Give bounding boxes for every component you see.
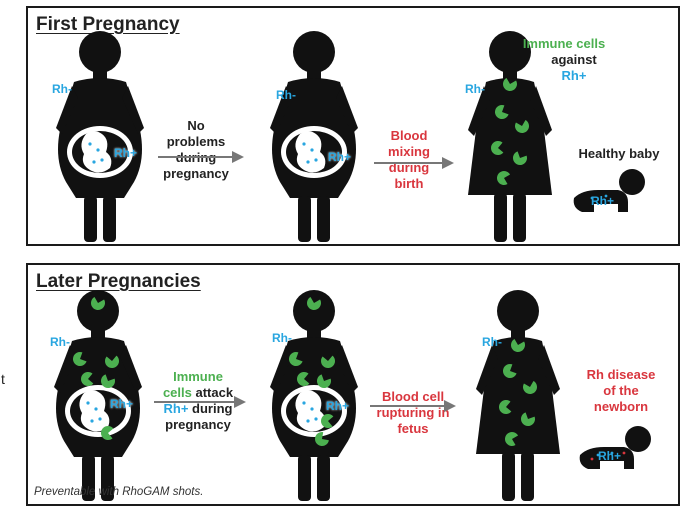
baby-figure bbox=[573, 169, 645, 212]
mother-with-immune-cells-figure bbox=[476, 290, 560, 501]
mother-rh-label: Rh- bbox=[276, 88, 296, 102]
mother-rh-label: Rh- bbox=[482, 335, 502, 349]
baby-figure bbox=[579, 426, 651, 469]
rh-disease-caption: Rh disease of the newborn bbox=[586, 367, 656, 414]
baby-rh-label: Rh+ bbox=[598, 449, 622, 463]
pregnant-mother-with-immune-cells-figure bbox=[54, 290, 142, 501]
mother-rh-label: Rh- bbox=[465, 82, 485, 96]
pregnant-mother-figure bbox=[270, 31, 358, 242]
fetus-rh-label: Rh+ bbox=[114, 146, 138, 160]
mother-rh-label: Rh- bbox=[52, 82, 72, 96]
pregnant-mother-with-immune-cells-figure bbox=[270, 290, 358, 501]
cropped-text-fragment: t bbox=[1, 371, 5, 387]
fetus-rh-label: Rh+ bbox=[110, 397, 134, 411]
arrow-right-icon bbox=[374, 157, 454, 169]
immune-cells-caption: Immune cells against Rh+ bbox=[522, 36, 606, 83]
fetus-rh-label: Rh+ bbox=[326, 399, 350, 413]
later-pregnancies-title: Later Pregnancies bbox=[36, 271, 201, 292]
pregnant-mother-figure bbox=[56, 31, 144, 242]
arrow-right-icon bbox=[154, 396, 246, 408]
healthy-baby-caption: Healthy baby bbox=[578, 146, 660, 161]
baby-rh-label: Rh+ bbox=[591, 194, 615, 208]
later-pregnancies-panel: Later Pregnancies Rh- Rh+ Immune cells a… bbox=[26, 263, 680, 506]
arrow-right-icon bbox=[370, 400, 456, 412]
first-pregnancy-panel: First Pregnancy Rh- Rh+ No problems duri… bbox=[26, 6, 680, 246]
fetus-rh-label: Rh+ bbox=[328, 150, 352, 164]
arrow-right-icon bbox=[158, 151, 244, 163]
mother-rh-label: Rh- bbox=[50, 335, 70, 349]
step1-caption: Immune cells attack Rh+ during pregnancy bbox=[162, 369, 234, 432]
footnote: Preventable with RhoGAM shots. bbox=[34, 486, 204, 498]
first-pregnancy-title: First Pregnancy bbox=[36, 14, 180, 35]
mother-rh-label: Rh- bbox=[272, 331, 292, 345]
step2-caption: Blood cell rupturing in fetus bbox=[376, 389, 450, 436]
